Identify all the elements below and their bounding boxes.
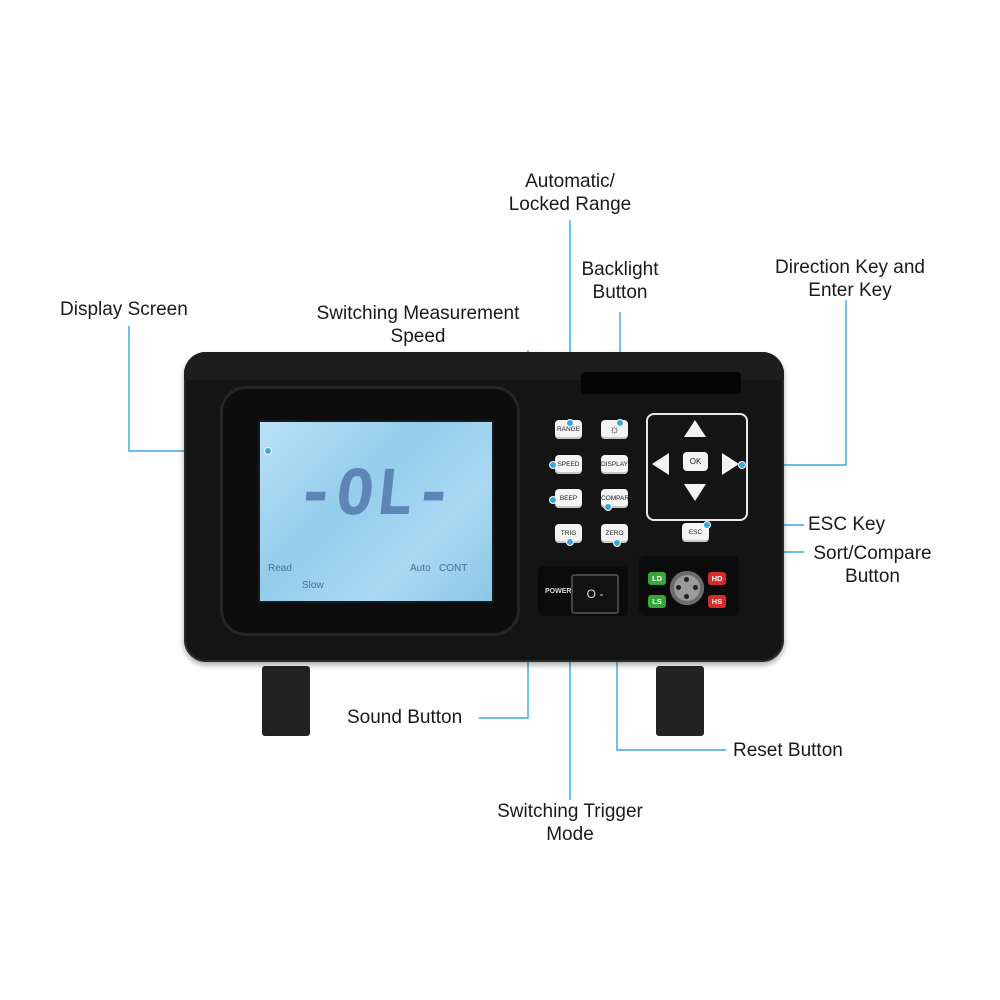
sensor-connector: [670, 571, 704, 605]
display-button[interactable]: DISPLAY: [601, 455, 628, 474]
hs-badge: HS: [708, 595, 726, 608]
hd-badge: HD: [708, 572, 726, 585]
right-leg: [656, 666, 704, 736]
ok-button[interactable]: OK: [683, 452, 708, 471]
connector-pin: [676, 585, 681, 590]
zero-button[interactable]: ZERO: [601, 524, 628, 543]
lcd-reading: -OL-: [293, 456, 459, 529]
label-esc: ESC Key: [808, 514, 886, 535]
power-label: POWER: [545, 588, 572, 595]
power-switch[interactable]: O -: [571, 574, 619, 614]
dot-direction: [738, 461, 746, 469]
arrow-up-icon[interactable]: [684, 420, 706, 437]
range-button[interactable]: RANGE: [555, 420, 582, 439]
ls-badge: LS: [648, 595, 666, 608]
dot-esc: [703, 521, 711, 529]
arrow-left-icon[interactable]: [652, 453, 669, 475]
trig-button[interactable]: TRIG: [555, 524, 582, 543]
dot-trigger: [566, 538, 574, 546]
dot-compare: [604, 503, 612, 511]
dot-sound: [549, 496, 557, 504]
meter-device: -OL- Read Slow Auto CONT RANGE SPEED BEE…: [184, 352, 784, 662]
esc-button[interactable]: ESC: [682, 523, 709, 542]
lcd-display: -OL- Read Slow Auto CONT: [258, 420, 494, 603]
lcd-cont: CONT: [439, 563, 468, 574]
dot-speed: [549, 461, 557, 469]
label-range: Automatic/Locked Range: [508, 171, 632, 215]
connector-pin: [684, 594, 689, 599]
dot-range: [566, 419, 574, 427]
top-slot: [581, 372, 741, 394]
lcd-slow: Slow: [302, 580, 324, 591]
label-sound: Sound Button: [347, 707, 463, 728]
label-display-screen: Display Screen: [60, 299, 188, 320]
arrow-down-icon[interactable]: [684, 484, 706, 501]
left-leg: [262, 666, 310, 736]
dot-reset: [613, 539, 621, 547]
speed-button[interactable]: SPEED: [555, 455, 582, 474]
dot-display: [264, 447, 272, 455]
dot-backlight: [616, 419, 624, 427]
arrow-right-icon[interactable]: [722, 453, 739, 475]
beep-button[interactable]: BEEP: [555, 489, 582, 508]
connector-pin: [684, 577, 689, 582]
lcd-auto: Auto: [410, 563, 431, 574]
direction-pad: [646, 413, 748, 521]
label-reset: Reset Button: [733, 740, 843, 761]
sun-icon: ☼: [609, 422, 620, 436]
connector-pin: [693, 585, 698, 590]
lcd-read: Read: [268, 563, 292, 574]
ld-badge: LD: [648, 572, 666, 585]
